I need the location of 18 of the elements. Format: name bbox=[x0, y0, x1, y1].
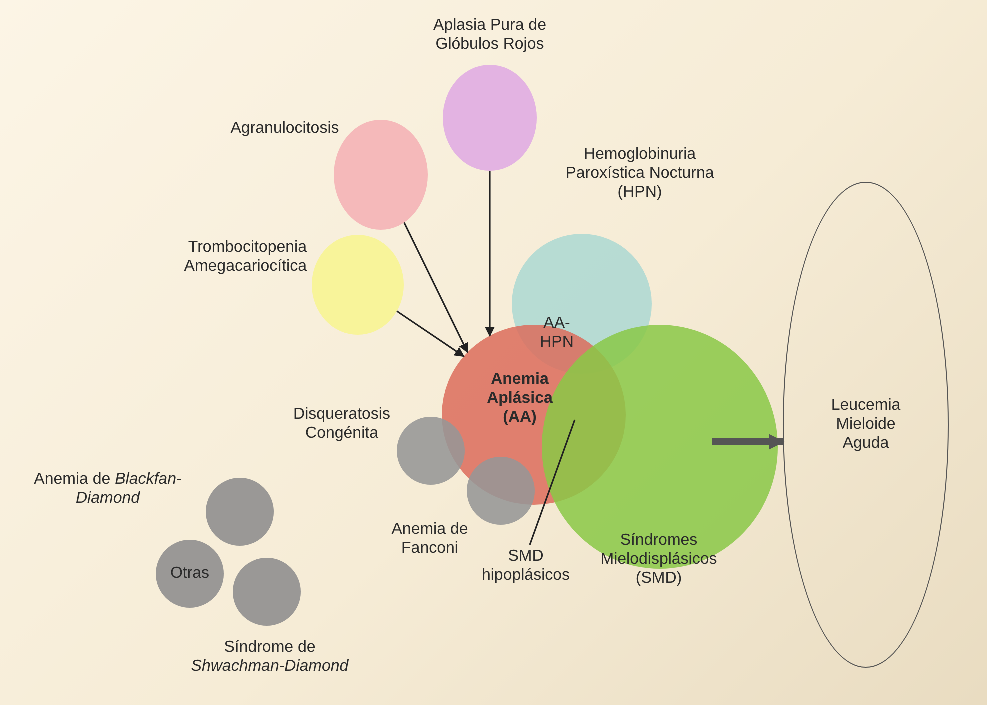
arrow bbox=[712, 434, 785, 450]
leader-line bbox=[529, 420, 576, 546]
arrow bbox=[404, 222, 468, 354]
node-label: Anemia de Blackfan-Diamond bbox=[33, 470, 183, 508]
node-label: Hemoglobinuria Paroxística Nocturna (HPN) bbox=[564, 145, 716, 202]
node-label: SMD hipoplásicos bbox=[480, 547, 572, 585]
node-label: Anemia Aplásica (AA) bbox=[486, 370, 554, 427]
node-label: Síndrome de Shwachman-Diamond bbox=[190, 638, 350, 676]
node-label: Trombocitopenia Amegacariocítica bbox=[183, 238, 307, 276]
overlap-label: AA- HPN bbox=[539, 314, 575, 352]
node-label: Leucemia Mieloide Aguda bbox=[830, 396, 902, 453]
node-label: Otras bbox=[169, 564, 211, 583]
arrow bbox=[396, 310, 465, 358]
arrow bbox=[485, 171, 495, 337]
node-label: Agranulocitosis bbox=[230, 119, 340, 138]
node-label: Aplasia Pura de Glóbulos Rojos bbox=[432, 16, 548, 54]
node-label: Disqueratosis Congénita bbox=[292, 405, 392, 443]
node-label: Anemia de Fanconi bbox=[390, 520, 470, 558]
